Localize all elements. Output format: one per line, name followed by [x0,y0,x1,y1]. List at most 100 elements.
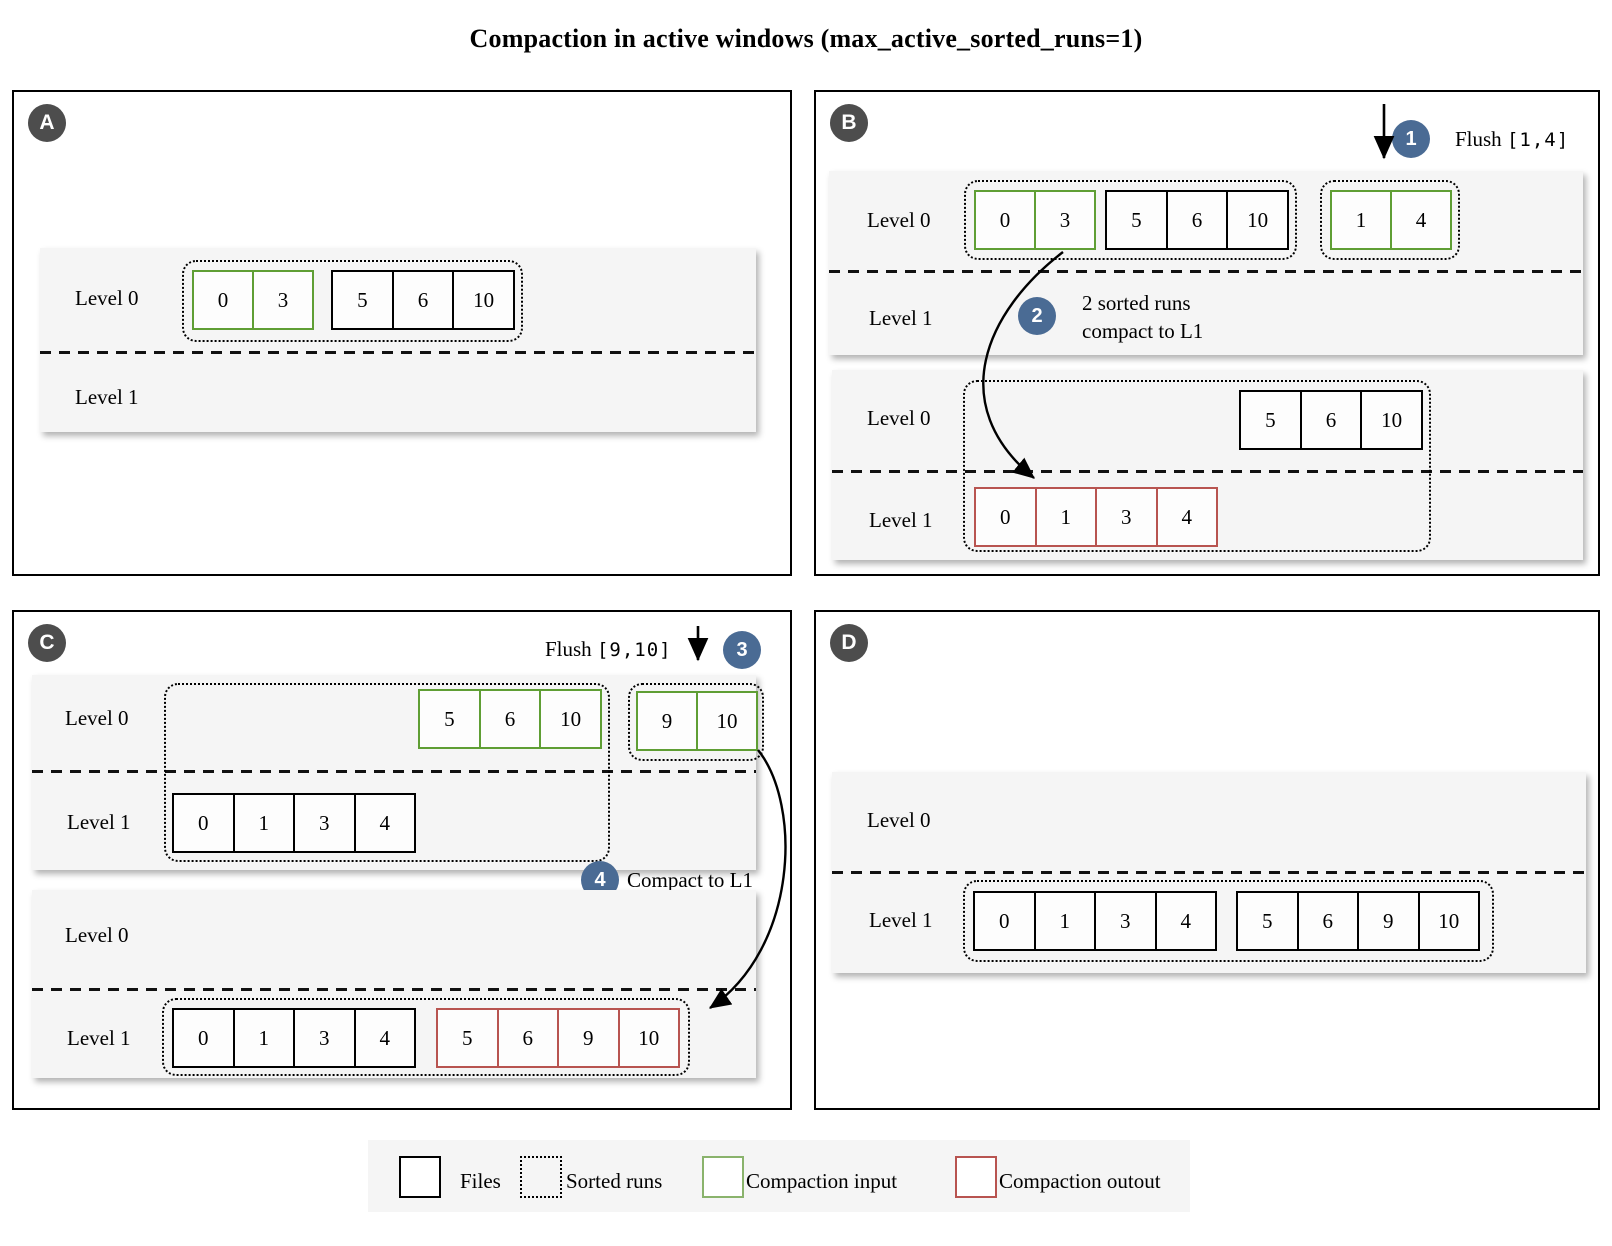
file-cell: 6 [1299,392,1361,448]
level-1-label: Level 1 [869,908,933,932]
step-2-line2: compact to L1 [1082,319,1204,343]
files-swatch-icon [399,1156,441,1198]
file-cell: 4 [353,1010,414,1066]
flush-label: Flush [545,637,592,661]
file-cell: 10 [1417,893,1478,949]
level-separator [832,871,1586,874]
panel-b-badge: B [830,104,868,142]
file-cell: 10 [539,691,601,747]
file-cell: 5 [1238,893,1297,949]
file-cell: 10 [1226,192,1288,248]
sorted-run-outline [964,180,1297,260]
file-cell: 5 [438,1010,497,1066]
compaction-input-swatch-icon [702,1156,744,1198]
level-separator [32,770,756,773]
file-cell: 6 [478,691,540,747]
step-3-badge: 3 [723,631,761,669]
flush-range: [1,4] [1506,129,1570,151]
level-1-label: Level 1 [67,810,131,834]
file-cell: 3 [252,272,312,328]
file-cell: 9 [638,693,696,749]
step-2-line1: 2 sorted runs [1082,291,1191,315]
legend-compaction-output-label: Compaction outout [999,1169,1161,1193]
level-0-label: Level 0 [75,286,139,310]
file-cell: 10 [696,693,756,749]
file-cell: 10 [617,1010,678,1066]
file-cell: 0 [976,489,1035,545]
legend-compaction-input-label: Compaction input [746,1169,898,1193]
sorted-run-outline [963,380,1431,552]
file-cell: 5 [1241,392,1300,448]
file-cell: 6 [1165,192,1227,248]
file-cell: 0 [174,795,233,851]
panel-c-badge: C [28,624,66,662]
file-cell: 5 [333,272,392,328]
file-cell: 3 [1034,192,1094,248]
level-0-label: Level 0 [867,406,931,430]
file-cell: 4 [1154,893,1215,949]
level-1-label: Level 1 [75,385,139,409]
level-0-label: Level 0 [867,808,931,832]
file-cell: 6 [496,1010,557,1066]
file-cell: 10 [452,272,514,328]
file-cell: 3 [293,1010,354,1066]
file-cell: 3 [1094,893,1155,949]
level-0-label: Level 0 [65,706,129,730]
file-cell: 1 [232,1010,293,1066]
level-separator [829,270,1583,273]
file-cell: 0 [174,1010,233,1066]
step-2-badge: 2 [1018,297,1056,335]
level-1-label: Level 1 [67,1026,131,1050]
level-0-label: Level 0 [65,923,129,947]
step-2-note: 2 sorted runs compact to L1 [1082,289,1203,345]
step-1-note: Flush [1,4] [1455,125,1569,154]
file-cell: 5 [1107,192,1166,248]
file-cell: 1 [1332,192,1390,248]
file-cell: 0 [975,893,1034,949]
file-cell: 4 [1390,192,1450,248]
file-cell: 3 [293,795,354,851]
file-cell: 0 [976,192,1034,248]
level-1-label: Level 1 [869,306,933,330]
compaction-output-swatch-icon [955,1156,997,1198]
file-cell: 4 [353,795,414,851]
file-cell: 1 [1033,893,1094,949]
level-separator [832,470,1583,473]
sorted-run-outline [1320,180,1460,260]
file-cell: 1 [232,795,293,851]
sorted-run-outline [164,683,610,862]
step-1-badge: 1 [1392,120,1430,158]
file-cell: 5 [420,691,479,747]
sorted-run-outline [628,683,764,761]
file-cell: 10 [1360,392,1422,448]
level-1-label: Level 1 [869,508,933,532]
step-3-note: Flush [9,10] [545,635,672,664]
level-separator [40,351,756,354]
diagram-title: Compaction in active windows (max_active… [469,24,1143,53]
level-separator [32,988,756,991]
file-cell: 9 [1357,893,1418,949]
sorted-runs-swatch-icon [520,1156,562,1198]
sorted-run-outline [162,998,690,1076]
legend-files-label: Files [460,1169,501,1193]
panel-d-badge: D [830,624,868,662]
panel-a-badge: A [28,104,66,142]
file-cell: 3 [1095,489,1156,545]
